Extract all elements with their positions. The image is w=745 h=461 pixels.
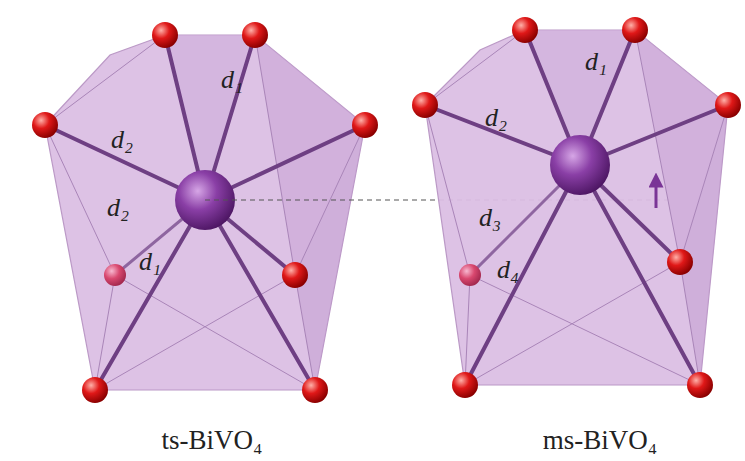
distance-label: d₂ bbox=[111, 127, 133, 153]
distance-label: d₁ bbox=[139, 249, 161, 275]
distance-label: d₂ bbox=[107, 195, 129, 221]
structure-caption: ts-BiVO₄ bbox=[162, 427, 263, 454]
distance-label: d₁ bbox=[221, 67, 243, 93]
distance-label: d₂ bbox=[485, 105, 507, 131]
structure-caption: ms-BiVO₄ bbox=[543, 427, 657, 454]
ms-polyhedron bbox=[412, 17, 741, 398]
ts-polyhedron bbox=[32, 22, 378, 403]
displacement-arrow bbox=[655, 180, 658, 208]
distance-label: d₄ bbox=[497, 257, 519, 283]
distance-label: d₁ bbox=[585, 49, 607, 75]
distance-label: d₃ bbox=[479, 205, 501, 231]
